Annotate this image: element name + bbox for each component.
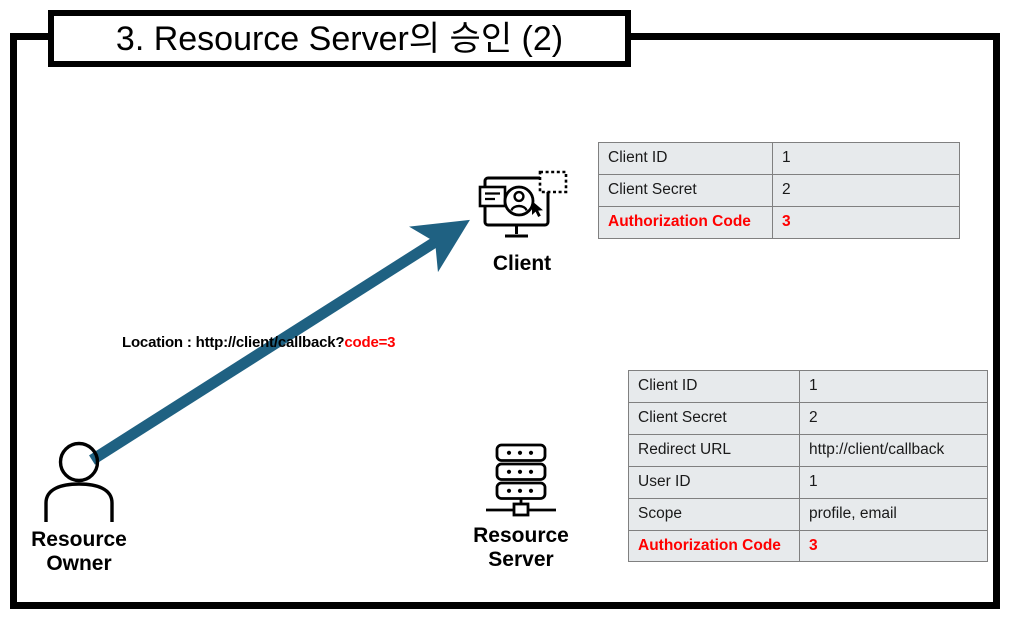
- table-cell-value: 2: [772, 173, 960, 207]
- table-cell-value: http://client/callback: [799, 433, 988, 467]
- cursor-icon: [532, 201, 543, 217]
- page-title: 3. Resource Server의 승인 (2): [115, 19, 564, 58]
- node-resource-server: Resource Server: [452, 440, 590, 571]
- redirect-code-param: code=3: [344, 334, 396, 351]
- redirect-location-prefix: Location : http://client/callback?: [122, 334, 345, 351]
- table-cell-value: 2: [799, 401, 988, 435]
- node-label-resource-server: Resource Server: [473, 524, 569, 571]
- client-monitor-icon: [478, 170, 568, 238]
- table-cell-value: 1: [799, 370, 988, 403]
- table-cell-value: profile, email: [799, 497, 988, 531]
- table-cell-key: Client ID: [598, 142, 773, 175]
- person-icon: [44, 441, 114, 522]
- table-cell-value: 1: [799, 465, 988, 499]
- selection-marquee-icon: [538, 170, 568, 194]
- table-cell-key: Scope: [628, 497, 800, 531]
- table-cell-key: Client Secret: [628, 401, 800, 435]
- table-cell-key: Client ID: [628, 370, 800, 403]
- node-label-resource-owner: Resource Owner: [31, 528, 127, 575]
- table-cell-key: Authorization Code: [598, 205, 773, 239]
- slide-title-box: 3. Resource Server의 승인 (2): [48, 10, 631, 67]
- node-client: Client: [462, 168, 582, 276]
- redirect-location-label: Location : http://client/callback?code=3: [122, 334, 396, 351]
- table-cell-value: 3: [799, 529, 988, 563]
- table-cell-key: Redirect URL: [628, 433, 800, 467]
- arrow-shaft: [89, 219, 470, 465]
- table-cell-value: 3: [772, 205, 960, 239]
- node-label-client: Client: [492, 252, 552, 275]
- server-rack-icon: [486, 443, 556, 517]
- table-cell-key: Client Secret: [598, 173, 773, 207]
- table-cell-value: 1: [772, 142, 960, 175]
- table-cell-key: User ID: [628, 465, 800, 499]
- table-cell-key: Authorization Code: [628, 529, 800, 563]
- redirect-arrow: [89, 219, 470, 465]
- node-resource-owner: Resource Owner: [8, 440, 150, 575]
